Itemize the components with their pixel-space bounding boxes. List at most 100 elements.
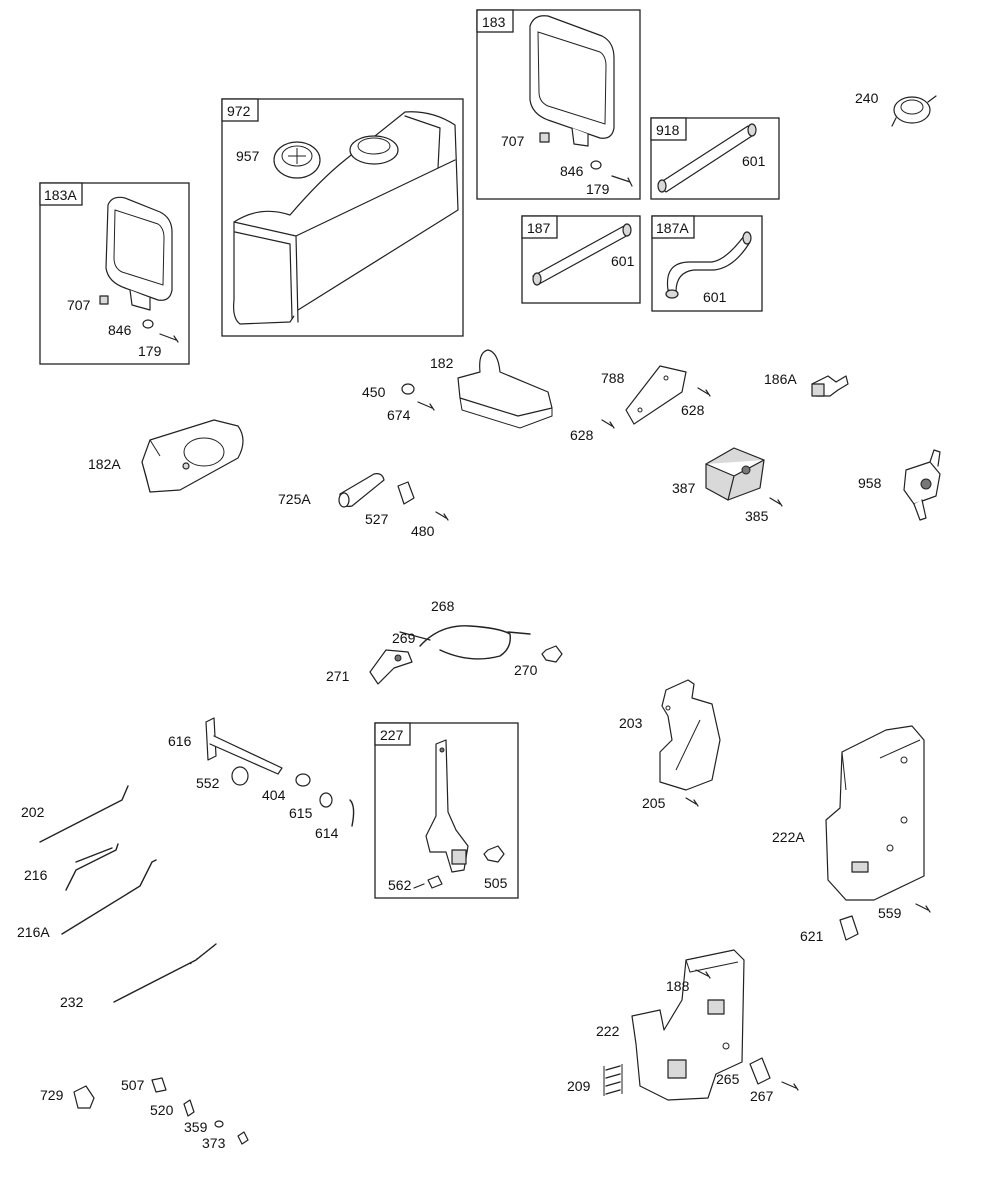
label-958: 958 [858, 475, 882, 491]
label-188: 188 [666, 978, 690, 994]
box-187A-tab [651, 215, 695, 239]
screw-icon [695, 969, 711, 979]
label-202: 202 [21, 804, 45, 820]
washer-icon [295, 773, 311, 787]
label-615: 615 [289, 805, 313, 821]
label-271: 271 [326, 668, 350, 684]
fuel-line-icon [665, 231, 752, 299]
label-729: 729 [40, 1087, 64, 1103]
washer-icon [401, 383, 415, 395]
screw-icon [685, 797, 699, 807]
label-846: 846 [560, 163, 584, 179]
label-359: 359 [184, 1119, 208, 1135]
screw-icon [159, 333, 179, 343]
sleeve-icon [338, 473, 385, 508]
label-265: 265 [716, 1071, 740, 1087]
box-183-number: 183 [482, 14, 506, 30]
screw-icon [697, 387, 711, 397]
label-216: 216 [24, 867, 48, 883]
fuel-line-icon [657, 123, 757, 193]
box-972-frame [221, 98, 464, 337]
fuel-cap-icon [273, 141, 321, 179]
label-552: 552 [196, 775, 220, 791]
label-186A: 186A [764, 371, 797, 387]
box-187A-number: 187A [656, 220, 689, 236]
label-205: 205 [642, 795, 666, 811]
bushing-icon [73, 1085, 95, 1109]
box-918-number: 918 [656, 122, 680, 138]
shutoff-valve-icon [903, 449, 941, 521]
screw-icon [417, 401, 435, 411]
group-183: 183 707 846 179 [476, 9, 641, 200]
governor-link-icon [61, 859, 157, 935]
box-918-tab [650, 117, 687, 141]
label-725A: 725A [278, 491, 311, 507]
label-232: 232 [60, 994, 84, 1010]
box-972-tab [221, 98, 259, 122]
box-183A-tab [39, 182, 83, 206]
screw-icon [611, 175, 633, 187]
governor-link-icon [65, 843, 119, 891]
swivel-icon [151, 1077, 167, 1093]
governor-link-icon [39, 785, 129, 843]
label-179: 179 [586, 181, 610, 197]
bracket-icon [659, 679, 721, 791]
shaft-icon [205, 717, 283, 775]
fuel-tank-icon [233, 111, 459, 325]
pin-icon [349, 799, 355, 827]
bracket-icon [457, 349, 553, 429]
label-562: 562 [388, 877, 412, 893]
clip-icon [749, 1057, 771, 1085]
box-183A-frame [39, 182, 190, 365]
link-spring-icon [75, 847, 113, 863]
label-601: 601 [703, 289, 727, 305]
label-240: 240 [855, 90, 879, 106]
label-480: 480 [411, 523, 435, 539]
control-cable-icon [399, 625, 531, 660]
screw-icon [601, 419, 615, 429]
label-614: 614 [315, 825, 339, 841]
spring-link-icon [113, 943, 217, 1003]
label-621: 621 [800, 928, 824, 944]
label-182A: 182A [88, 456, 121, 472]
label-616: 616 [168, 733, 192, 749]
label-601: 601 [742, 153, 766, 169]
label-520: 520 [150, 1102, 174, 1118]
washer-icon [142, 319, 154, 329]
nut-icon [483, 845, 505, 863]
label-505: 505 [484, 875, 508, 891]
group-187: 187 601 [521, 215, 641, 304]
label-601: 601 [611, 253, 635, 269]
label-788: 788 [601, 370, 625, 386]
nut-icon [237, 1131, 249, 1145]
label-507: 507 [121, 1077, 145, 1093]
label-450: 450 [362, 384, 386, 400]
box-227-number: 227 [380, 727, 404, 743]
label-385: 385 [745, 508, 769, 524]
label-182: 182 [430, 355, 454, 371]
tank-strap-icon [529, 15, 615, 147]
label-628: 628 [570, 427, 594, 443]
washer-icon [590, 160, 602, 170]
clip-icon [397, 481, 415, 505]
clip-icon [839, 915, 859, 941]
label-179: 179 [138, 343, 162, 359]
bracket-icon [141, 419, 244, 493]
label-203: 203 [619, 715, 643, 731]
label-209: 209 [567, 1078, 591, 1094]
label-957: 957 [236, 148, 260, 164]
elbow-fitting-icon [811, 375, 849, 397]
spring-icon [189, 945, 215, 965]
screw-icon [435, 511, 449, 521]
tank-strap-icon [105, 196, 173, 311]
group-918: 918 601 [650, 117, 780, 200]
label-216A: 216A [17, 924, 50, 940]
box-183-frame [476, 9, 641, 200]
box-227-tab [374, 722, 411, 746]
box-187A-frame [651, 215, 763, 312]
washer-icon [214, 1120, 224, 1128]
box-227-frame [374, 722, 519, 899]
label-269: 269 [392, 630, 416, 646]
label-707: 707 [501, 133, 525, 149]
